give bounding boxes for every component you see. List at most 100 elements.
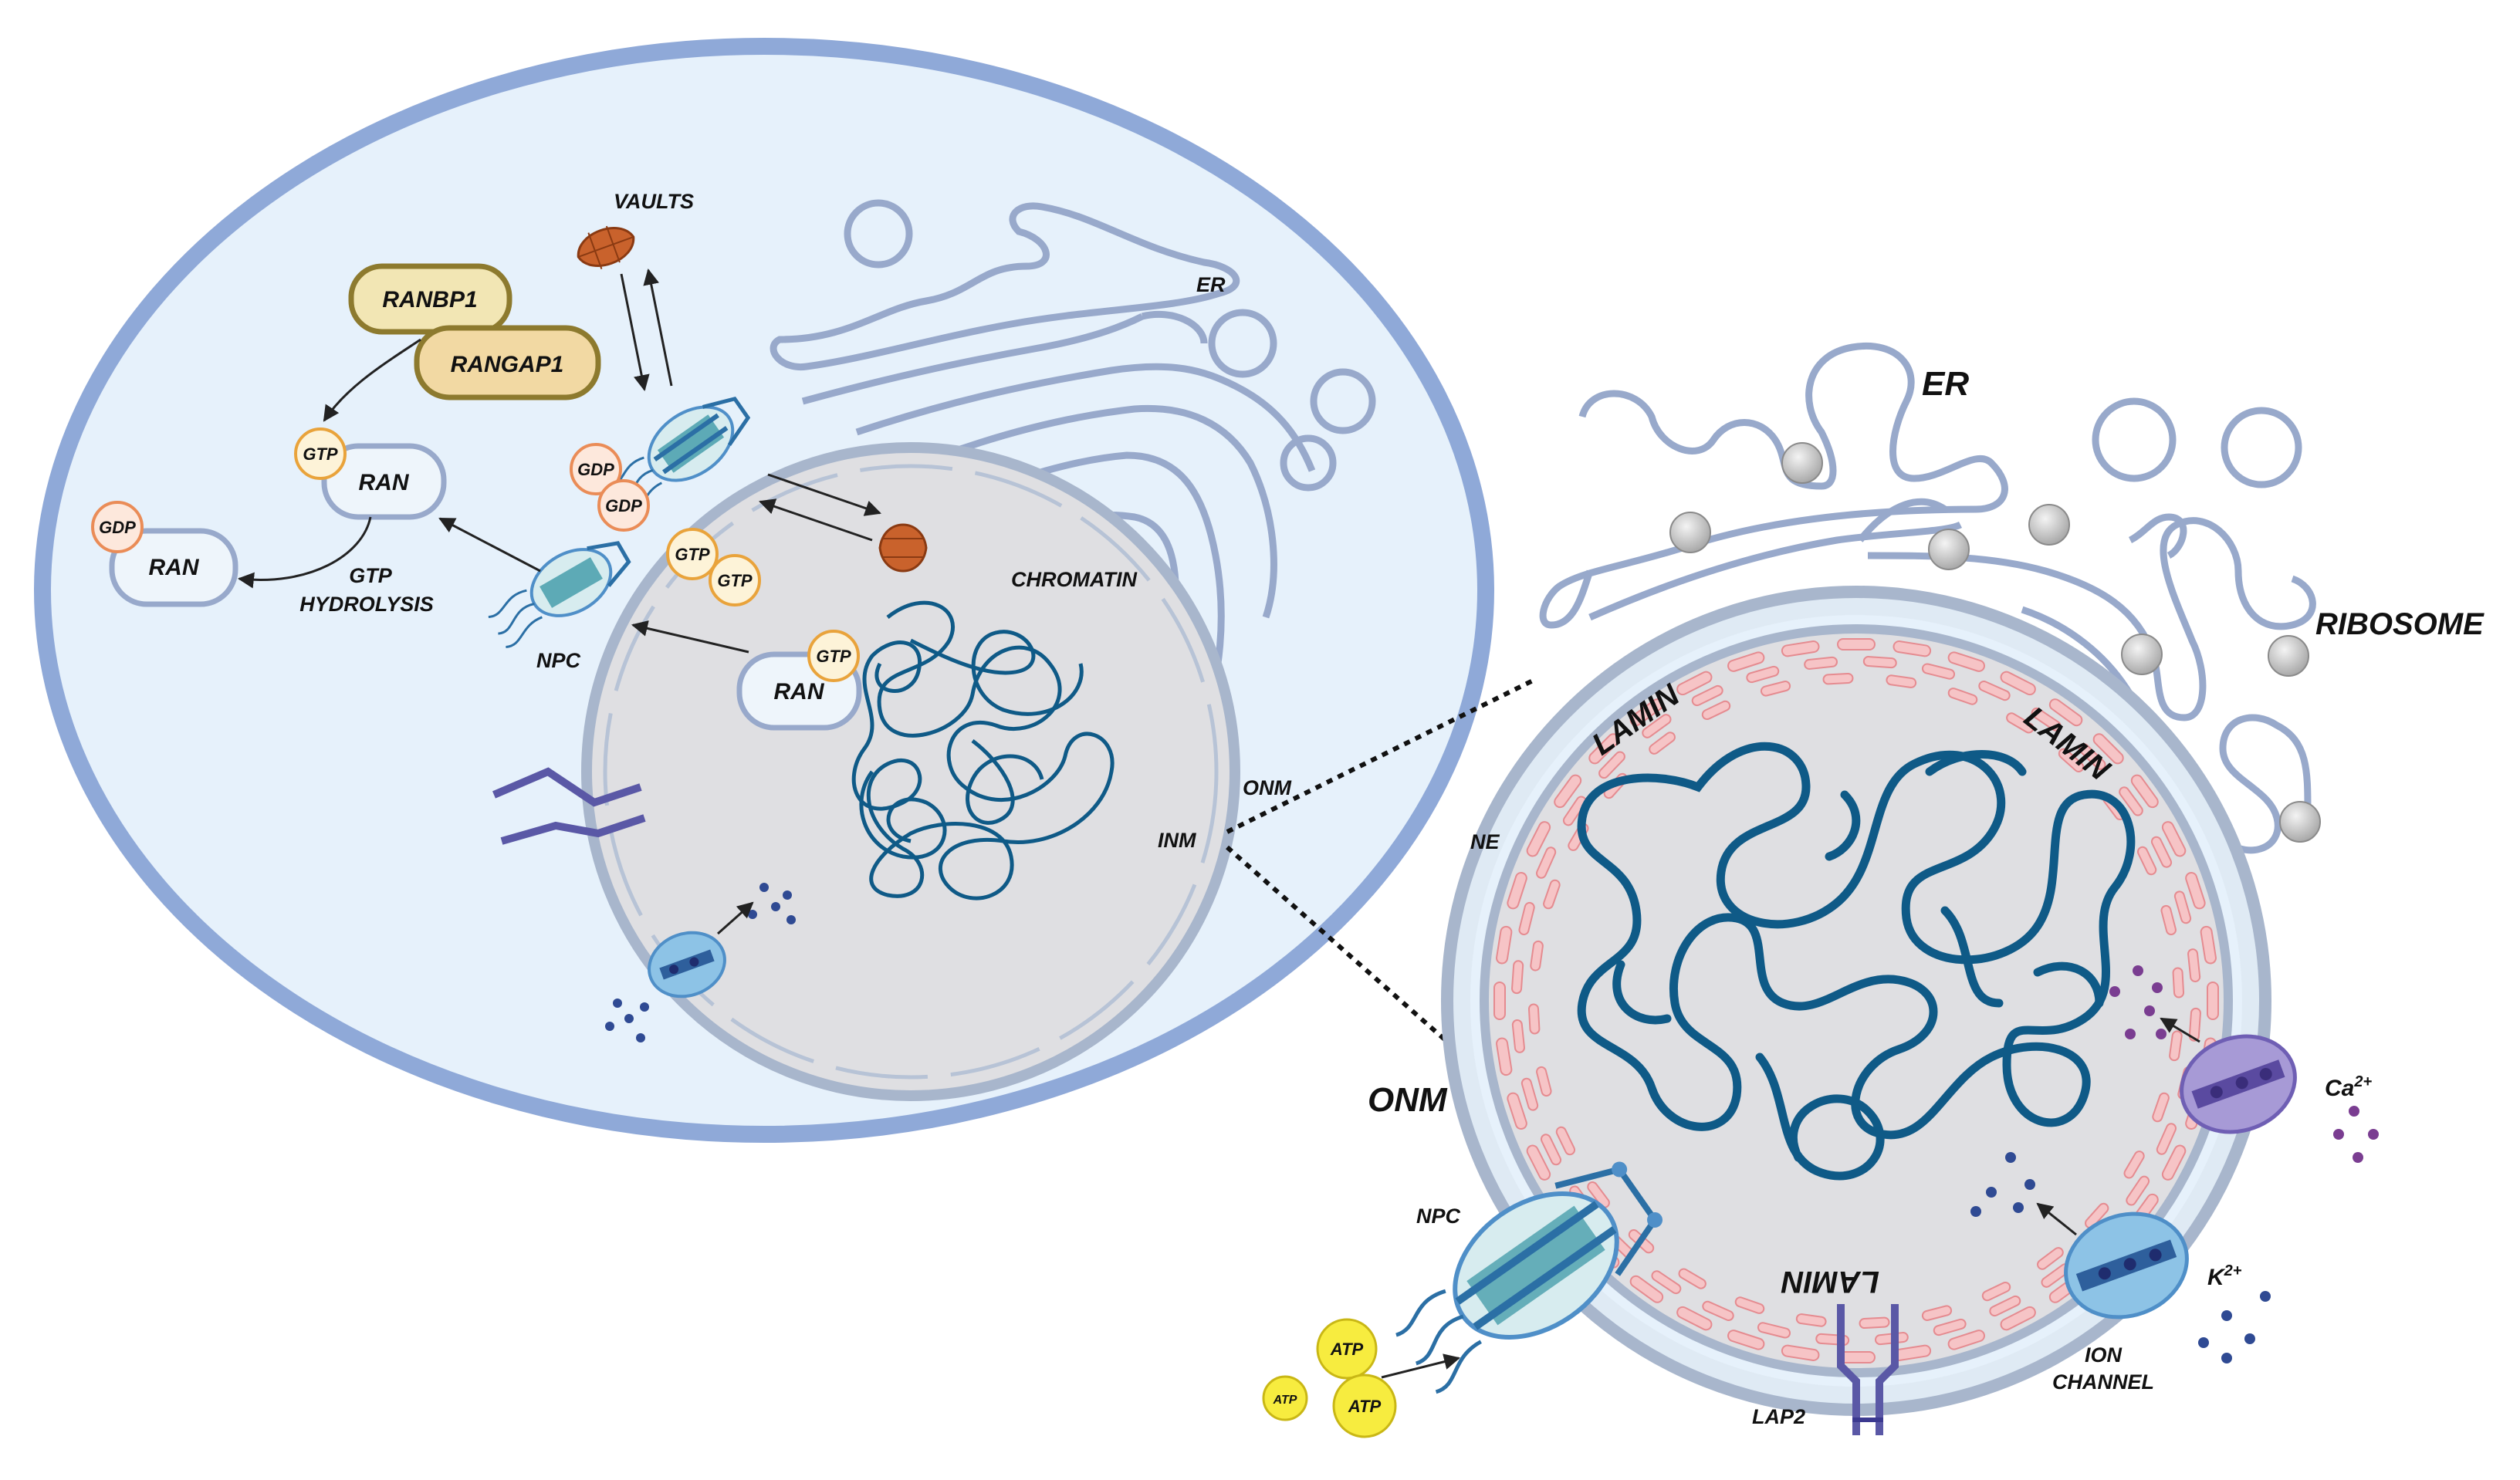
- left-nuclear-envelope-inner: [603, 464, 1219, 1080]
- lamin-segment: [1527, 1003, 1541, 1035]
- lamin-segment: [1493, 982, 1506, 1020]
- ran-label-3: RAN: [774, 679, 825, 705]
- left-npc-label: NPC: [536, 649, 581, 672]
- atp-badge-3: ATP: [1332, 1374, 1397, 1438]
- lamin-segment: [1734, 1296, 1765, 1314]
- ribosome-icon: [2268, 635, 2309, 677]
- npc-top-left: [607, 396, 751, 517]
- ion-channel-label-1: ION: [2085, 1343, 2123, 1367]
- left-arrows: [237, 268, 881, 654]
- lamin-segment: [2172, 967, 2185, 998]
- lamin-segment: [1893, 640, 1932, 657]
- lamin-segment: [1862, 656, 1897, 669]
- lamin-segment: [1837, 638, 1876, 650]
- lamin-segment: [1978, 680, 2011, 701]
- lamin-segment: [1760, 681, 1791, 697]
- lamin-segment: [2200, 925, 2217, 965]
- lamin-segment: [1921, 663, 1956, 680]
- ran-pill-gdp: [109, 528, 238, 607]
- ribosome-icon: [1781, 442, 1823, 484]
- lamin-segment: [2130, 774, 2159, 809]
- left-inm-label: INM: [1158, 829, 1196, 852]
- ion-channel-label-2: CHANNEL: [2052, 1370, 2154, 1394]
- lamin-segment: [1795, 1313, 1827, 1327]
- lamin-segment: [1511, 960, 1524, 995]
- lamin-segment: [1629, 698, 1664, 727]
- rangap1-pill: [414, 325, 601, 400]
- atp-badge-2: ATP: [1262, 1375, 1308, 1421]
- lamin-segment: [2185, 872, 2206, 910]
- lamin-segment: [1507, 1092, 1527, 1130]
- lamin-segment: [1701, 700, 1731, 721]
- lamin-segment: [1781, 640, 1820, 657]
- lamin-segment: [2048, 698, 2083, 727]
- lamin-segment: [2123, 1151, 2145, 1179]
- lamin-segment: [2078, 743, 2106, 770]
- lamin-segment: [1540, 1134, 1562, 1166]
- lamin-segment: [1535, 846, 1557, 879]
- right-inm: [1480, 624, 2233, 1377]
- lamin-segment: [2058, 748, 2085, 772]
- ran-pill-gtp: [321, 443, 447, 520]
- lamin-segment: [1781, 1344, 1820, 1361]
- ribosome-icon: [2121, 634, 2163, 675]
- lamin-segment: [1947, 1330, 1985, 1350]
- right-er-label: ER: [1922, 365, 1969, 403]
- right-onm-label: ONM: [1368, 1081, 1448, 1119]
- lamin-segment: [1921, 1305, 1953, 1321]
- svg-text:GDP: GDP: [577, 460, 614, 479]
- k-ions: [1970, 1152, 2271, 1363]
- gdp-badge-3: GDP: [597, 479, 650, 532]
- atp-arrow: [1381, 1353, 1461, 1379]
- lamin-segment: [1676, 1306, 1713, 1331]
- lamin-segment: [1496, 1037, 1513, 1076]
- lamin-segment: [2126, 1175, 2150, 1206]
- gtp-badge-1: GTP: [294, 427, 347, 480]
- gtp-badge-4: GTP: [807, 630, 860, 682]
- ne-label: NE: [1470, 830, 1500, 853]
- lamin-segment: [2161, 821, 2187, 857]
- lamin-segment: [1727, 651, 1765, 672]
- left-ion-arrow: [717, 901, 754, 935]
- lamin-segment: [1520, 1077, 1539, 1111]
- lamin-segment: [2000, 1306, 2036, 1331]
- lamin-segment: [2173, 890, 2192, 924]
- lamin-segment: [1947, 688, 1978, 705]
- lamin-segment: [1981, 1281, 2011, 1302]
- lamin-segment: [1746, 665, 1780, 684]
- lamin-segment: [1587, 1181, 1610, 1208]
- k-label: K2+: [2207, 1262, 2242, 1290]
- lamin-segment: [1507, 872, 1527, 910]
- right-chromatin: [1577, 742, 2136, 1181]
- lamin-segment: [2000, 671, 2036, 696]
- svg-text:GDP: GDP: [99, 518, 136, 537]
- lamin-segment: [1702, 1300, 1734, 1322]
- npc-mid-left: [488, 541, 631, 648]
- ca-ions: [2109, 965, 2379, 1163]
- rangap1-label: RANGAP1: [451, 352, 564, 377]
- lamin-segment: [1518, 901, 1535, 936]
- svg-text:GTP: GTP: [675, 545, 710, 564]
- vault-icon-nucleus: [878, 523, 928, 573]
- gtp-hydrolysis-label-1: GTP: [349, 564, 392, 587]
- gtp-badge-3: GTP: [709, 554, 761, 607]
- lamin-segment: [2031, 707, 2062, 732]
- right-lap2: [1837, 1304, 1899, 1435]
- lamin-segment: [1629, 1275, 1664, 1303]
- right-nucleus-group: ATP ATP ATP: [1262, 343, 2484, 1438]
- gtp-hydrolysis-label-2: HYDROLYSIS: [299, 593, 434, 616]
- svg-text:GTP: GTP: [303, 444, 338, 464]
- atp-badge-1: ATP: [1316, 1318, 1378, 1380]
- lamin-segment: [1530, 940, 1544, 971]
- vault-icon-top: [577, 225, 635, 269]
- lamin-segment: [1651, 1270, 1682, 1295]
- ranbp1-label: RANBP1: [382, 287, 477, 313]
- svg-text:GTP: GTP: [717, 571, 753, 590]
- lamin-segment: [2150, 836, 2173, 868]
- svg-text:ATP: ATP: [1330, 1340, 1364, 1359]
- lamin-segment: [2006, 712, 2035, 734]
- chromatin-label: CHROMATIN: [1011, 568, 1137, 591]
- svg-text:ATP: ATP: [1273, 1394, 1297, 1407]
- lamin-segment: [1496, 925, 1513, 965]
